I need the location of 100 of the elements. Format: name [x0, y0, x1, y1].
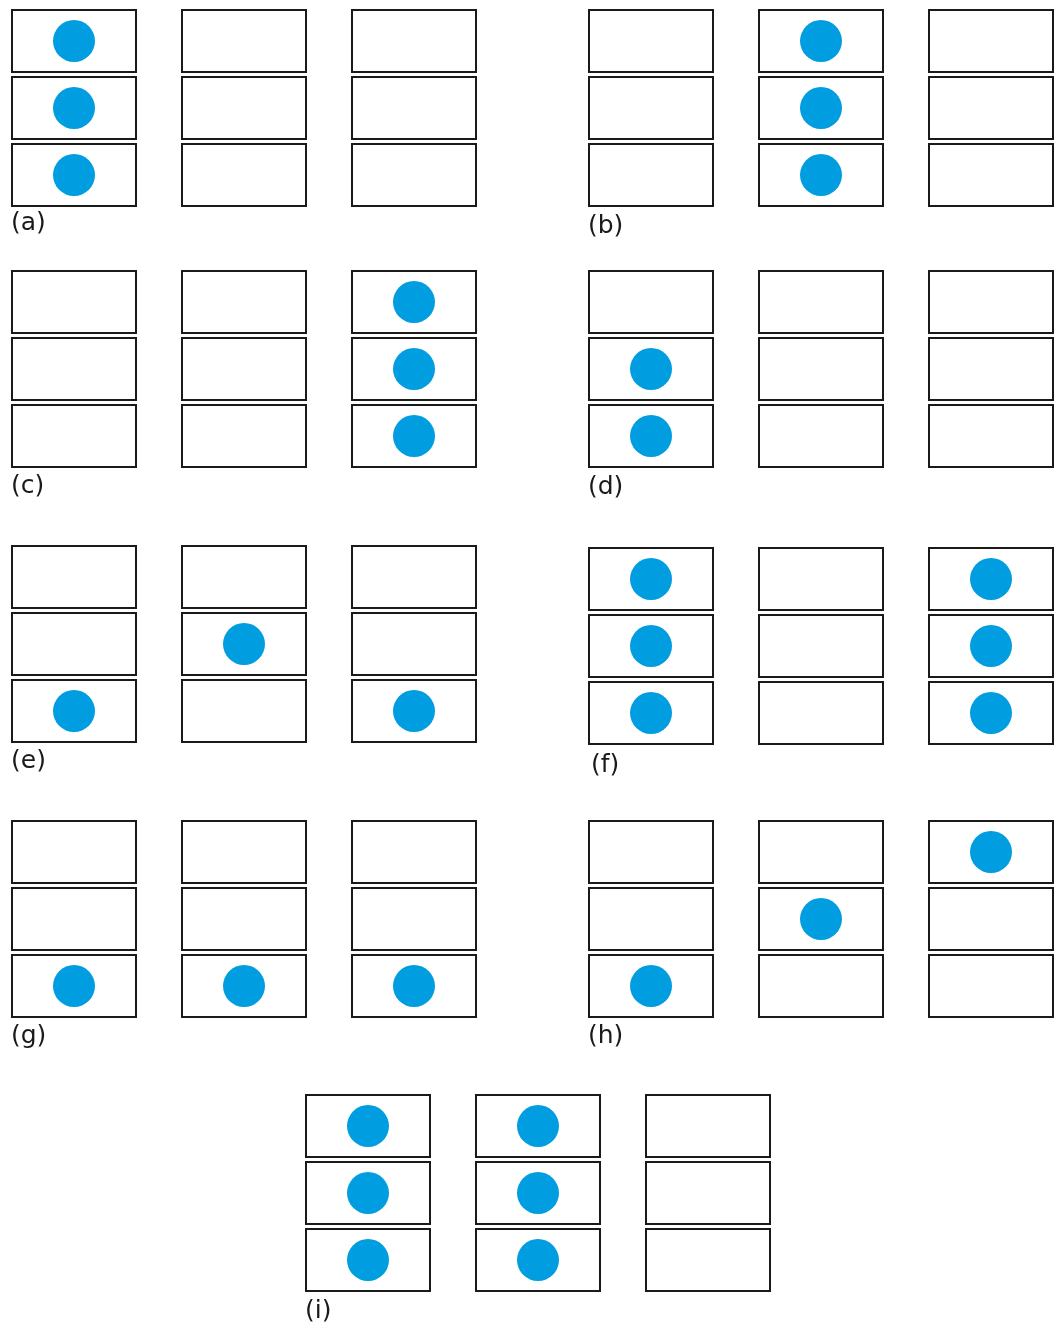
filled-dot [800, 86, 842, 129]
filled-dot [517, 1238, 559, 1281]
slot-frame [588, 76, 714, 140]
slot-frame [588, 270, 714, 334]
slot-frame [588, 681, 714, 745]
filled-dot [800, 897, 842, 940]
filled-dot [630, 691, 672, 734]
slot-frame [588, 887, 714, 951]
slot-frame [475, 1094, 601, 1158]
slot-frame [11, 887, 137, 951]
filled-dot [223, 964, 265, 1007]
slot-frame [588, 143, 714, 207]
filled-dot [970, 624, 1012, 667]
filled-dot [53, 153, 95, 196]
slot-frame [588, 820, 714, 884]
slot-frame [351, 9, 477, 73]
filled-dot [970, 557, 1012, 600]
slot-frame [11, 9, 137, 73]
slot-frame [645, 1161, 771, 1225]
panel-label: (g) [11, 1022, 47, 1047]
slot-frame [181, 9, 307, 73]
filled-dot [393, 280, 435, 323]
filled-dot [53, 19, 95, 62]
panel-label: (c) [11, 472, 45, 497]
slot-frame [181, 679, 307, 743]
slot-frame [758, 820, 884, 884]
slot-frame [181, 143, 307, 207]
filled-dot [53, 86, 95, 129]
slot-frame [181, 404, 307, 468]
slot-frame [351, 545, 477, 609]
filled-dot [630, 414, 672, 457]
slot-frame [758, 887, 884, 951]
filled-dot [393, 414, 435, 457]
slot-frame [758, 681, 884, 745]
slot-frame [351, 820, 477, 884]
slot-frame [11, 679, 137, 743]
slot-frame [928, 681, 1054, 745]
filled-dot [53, 689, 95, 732]
slot-frame [645, 1228, 771, 1292]
panel-label: (e) [11, 747, 46, 772]
slot-frame [351, 76, 477, 140]
panel-label: (d) [588, 473, 624, 498]
slot-frame [181, 76, 307, 140]
slot-frame [928, 820, 1054, 884]
filled-dot [630, 347, 672, 390]
slot-frame [351, 679, 477, 743]
slot-frame [928, 270, 1054, 334]
filled-dot [630, 557, 672, 600]
filled-dot [393, 689, 435, 732]
slot-frame [351, 887, 477, 951]
filled-dot [347, 1171, 389, 1214]
slot-frame [181, 545, 307, 609]
slot-frame [758, 76, 884, 140]
slot-frame [758, 143, 884, 207]
filled-dot [223, 622, 265, 665]
filled-dot [800, 153, 842, 196]
slot-frame [758, 9, 884, 73]
slot-frame [11, 143, 137, 207]
slot-frame [305, 1161, 431, 1225]
slot-frame [928, 9, 1054, 73]
slot-frame [588, 547, 714, 611]
slot-frame [351, 270, 477, 334]
panel-label: (i) [305, 1297, 332, 1322]
filled-dot [630, 624, 672, 667]
slot-frame [758, 547, 884, 611]
slot-frame [588, 337, 714, 401]
filled-dot [630, 964, 672, 1007]
slot-frame [758, 270, 884, 334]
panel-label: (a) [11, 209, 46, 234]
slot-frame [11, 337, 137, 401]
filled-dot [800, 19, 842, 62]
slot-frame [351, 612, 477, 676]
slot-frame [928, 954, 1054, 1018]
slot-frame [305, 1228, 431, 1292]
slot-frame [588, 614, 714, 678]
slot-frame [645, 1094, 771, 1158]
panel-label: (h) [588, 1022, 624, 1047]
filled-dot [347, 1238, 389, 1281]
slot-frame [305, 1094, 431, 1158]
panel-label: (f) [591, 751, 620, 776]
slot-frame [351, 143, 477, 207]
slot-frame [11, 270, 137, 334]
slot-frame [181, 337, 307, 401]
slot-frame [475, 1161, 601, 1225]
slot-frame [181, 820, 307, 884]
slot-frame [181, 887, 307, 951]
slot-frame [351, 404, 477, 468]
slot-frame [11, 820, 137, 884]
slot-frame [928, 143, 1054, 207]
slot-frame [351, 954, 477, 1018]
slot-frame [181, 954, 307, 1018]
slot-frame [588, 954, 714, 1018]
slot-frame [928, 547, 1054, 611]
filled-dot [517, 1104, 559, 1147]
slot-frame [11, 954, 137, 1018]
slot-frame [928, 614, 1054, 678]
filled-dot [347, 1104, 389, 1147]
slot-frame [758, 614, 884, 678]
slot-frame [928, 76, 1054, 140]
slot-frame [351, 337, 477, 401]
